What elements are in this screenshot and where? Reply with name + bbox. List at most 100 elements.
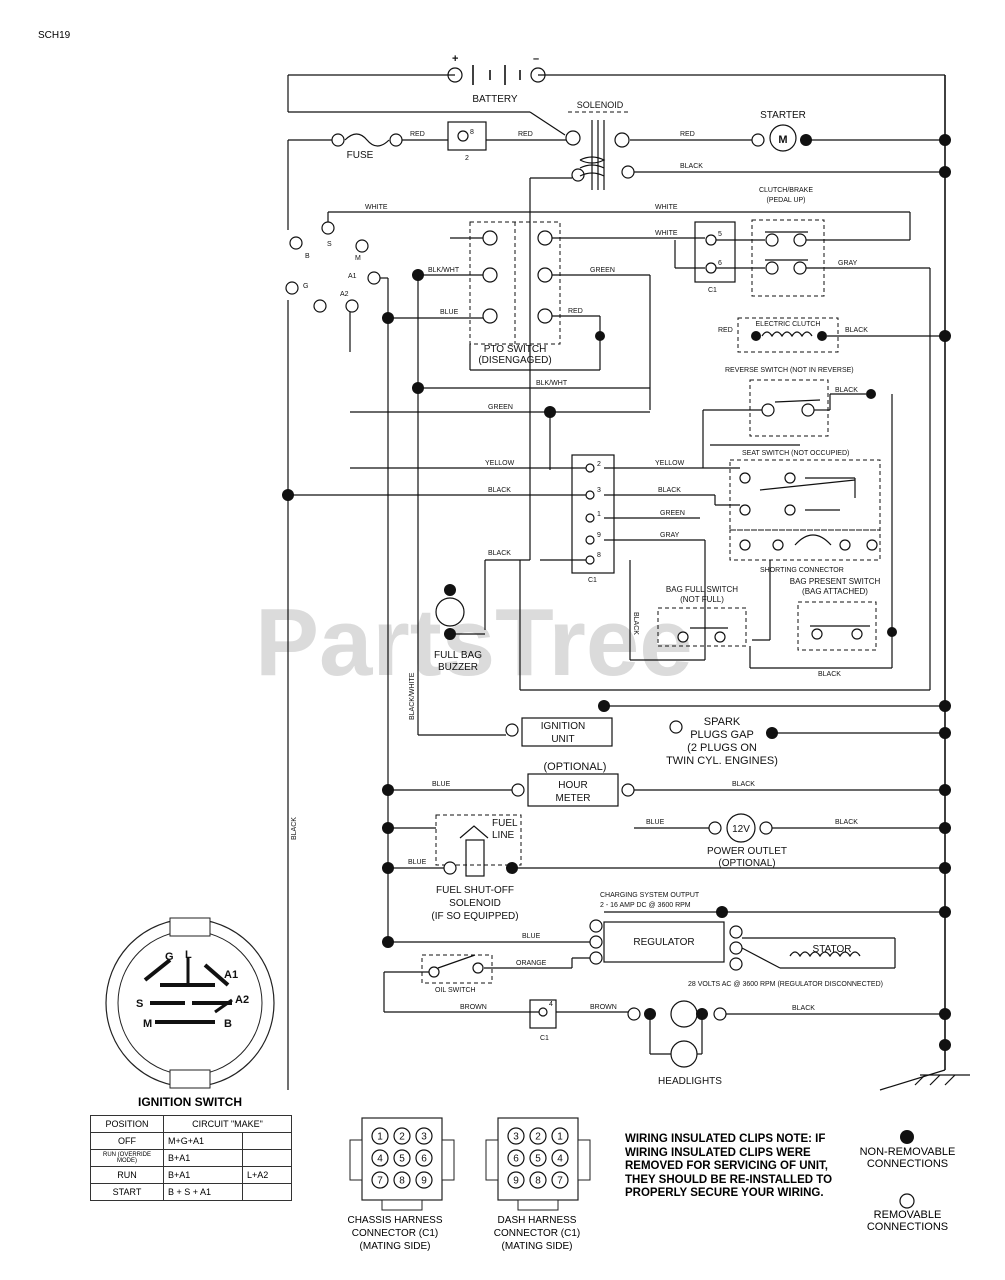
svg-text:BLACK: BLACK <box>732 781 755 788</box>
svg-text:GRAY: GRAY <box>660 532 680 539</box>
table-row: START B + S + A1 <box>90 1183 292 1201</box>
fuse-label: FUSE <box>347 150 374 161</box>
reverse-switch: REVERSE SWITCH (NOT IN REVERSE) BLACK <box>725 367 876 437</box>
svg-text:L: L <box>185 949 192 961</box>
svg-text:BLACK: BLACK <box>488 487 511 494</box>
svg-text:LINE: LINE <box>492 830 515 841</box>
svg-text:OIL SWITCH: OIL SWITCH <box>435 987 476 994</box>
svg-text:WHITE: WHITE <box>655 204 678 211</box>
dash-connector-pin <box>507 1127 525 1145</box>
svg-text:BLACK/WHITE: BLACK/WHITE <box>409 672 416 720</box>
svg-text:IGNITION: IGNITION <box>541 721 585 732</box>
starter: STARTER M <box>751 110 812 152</box>
chassis-connector-label: CHASSIS HARNESS CONNECTOR (C1) (MATING S… <box>347 1215 443 1252</box>
svg-text:ORANGE: ORANGE <box>516 960 547 967</box>
ignition-switch-table: POSITION CIRCUIT "MAKE" OFF M+G+A1 RUN (… <box>90 1115 292 1201</box>
svg-text:GREEN: GREEN <box>590 267 615 274</box>
headlights: HEADLIGHTS <box>627 1000 727 1087</box>
svg-text:BAG PRESENT SWITCH: BAG PRESENT SWITCH <box>790 577 881 586</box>
svg-text:S: S <box>136 998 143 1010</box>
svg-text:REGULATOR: REGULATOR <box>633 937 694 948</box>
dash-connector-pin <box>507 1149 525 1167</box>
svg-text:4: 4 <box>549 1001 553 1008</box>
svg-text:A1: A1 <box>224 969 238 981</box>
stator-note: 28 VOLTS AC @ 3600 RPM (REGULATOR DISCON… <box>688 981 883 988</box>
dash-connector-pin <box>507 1171 525 1189</box>
svg-text:YELLOW: YELLOW <box>655 460 685 467</box>
svg-text:GRAY: GRAY <box>838 260 858 267</box>
chassis-connector-pin-label: 6 <box>421 1154 427 1165</box>
chassis-connector-pin-label: 9 <box>421 1176 427 1187</box>
chassis-connector-pin-label: 4 <box>377 1154 383 1165</box>
svg-text:FUEL: FUEL <box>492 818 518 829</box>
power-outlet: 12V POWER OUTLET (OPTIONAL) <box>707 813 787 869</box>
svg-text:(PEDAL UP): (PEDAL UP) <box>766 197 805 204</box>
legend-non-removable: NON-REMOVABLE CONNECTIONS <box>859 1146 956 1170</box>
svg-text:9: 9 <box>597 532 601 539</box>
svg-text:METER: METER <box>556 793 591 804</box>
svg-text:BLACK: BLACK <box>632 612 639 635</box>
svg-text:(OPTIONAL): (OPTIONAL) <box>544 761 607 773</box>
svg-text:BLK/WHT: BLK/WHT <box>536 380 568 387</box>
regulator: REGULATOR <box>589 919 743 971</box>
table-row: RUN (OVERRIDE MODE) B+A1 <box>90 1149 292 1167</box>
svg-text:8: 8 <box>470 129 474 136</box>
ignition-switch-schematic: S B M A1 A2 G <box>285 221 381 313</box>
chassis-connector-pin <box>393 1127 411 1145</box>
svg-text:C1: C1 <box>708 287 717 294</box>
dash-connector-pin-label: 1 <box>557 1132 563 1143</box>
wire-label-red: RED <box>680 131 695 138</box>
svg-text:BLUE: BLUE <box>408 859 427 866</box>
svg-text:PLUGS GAP: PLUGS GAP <box>690 729 754 741</box>
svg-text:8: 8 <box>597 552 601 559</box>
chassis-connector-pin-label: 5 <box>399 1154 405 1165</box>
svg-text:(BAG ATTACHED): (BAG ATTACHED) <box>802 587 868 596</box>
electric-clutch: ELECTRIC CLUTCH RED BLACK <box>718 317 868 353</box>
table-row: RUN B+A1 L+A2 <box>90 1166 292 1184</box>
table-header-circuit: CIRCUIT "MAKE" <box>163 1115 292 1133</box>
ignition-unit: IGNITION UNIT <box>505 717 613 747</box>
svg-text:RED: RED <box>568 308 583 315</box>
document-id: SCH19 <box>38 30 71 41</box>
svg-text:(OPTIONAL): (OPTIONAL) <box>718 858 775 869</box>
svg-text:BUZZER: BUZZER <box>438 662 478 673</box>
svg-text:G: G <box>303 283 308 290</box>
svg-text:WHITE: WHITE <box>655 230 678 237</box>
svg-text:RED: RED <box>518 131 533 138</box>
dash-connector-pin <box>551 1127 569 1145</box>
chassis-connector-pin-label: 3 <box>421 1132 427 1143</box>
svg-text:BLACK: BLACK <box>291 817 298 840</box>
svg-text:BLACK: BLACK <box>845 327 868 334</box>
chassis-connector-pin <box>371 1171 389 1189</box>
svg-text:BLUE: BLUE <box>432 781 451 788</box>
svg-text:G: G <box>165 951 174 963</box>
svg-text:SPARK: SPARK <box>704 716 741 728</box>
svg-text:FULL BAG: FULL BAG <box>434 650 482 661</box>
svg-text:(DISENGAGED): (DISENGAGED) <box>478 355 551 366</box>
dash-connector-pin-label: 7 <box>557 1176 563 1187</box>
chassis-connector-pin <box>393 1149 411 1167</box>
dash-connector-pin-label: 4 <box>557 1154 563 1165</box>
svg-text:(2 PLUGS ON: (2 PLUGS ON <box>687 742 757 754</box>
dash-connector-pin-label: 3 <box>513 1132 519 1143</box>
solenoid-label: SOLENOID <box>577 100 624 110</box>
ground-symbol <box>879 1069 946 1091</box>
svg-text:ELECTRIC CLUTCH: ELECTRIC CLUTCH <box>756 321 821 328</box>
dash-connector-pin <box>551 1149 569 1167</box>
svg-text:BLACK: BLACK <box>835 819 858 826</box>
svg-text:UNIT: UNIT <box>551 734 574 745</box>
svg-text:GREEN: GREEN <box>488 404 513 411</box>
svg-text:RED: RED <box>718 327 733 334</box>
wiring-clips-note: WIRING INSULATED CLIPS NOTE: IF WIRING I… <box>625 1133 833 1199</box>
svg-text:GREEN: GREEN <box>660 510 685 517</box>
bag-present-switch: BAG PRESENT SWITCH (BAG ATTACHED) <box>790 577 881 651</box>
svg-text:M: M <box>143 1018 152 1030</box>
chassis-connector-pin <box>371 1127 389 1145</box>
chassis-connector-pin-label: 7 <box>377 1176 383 1187</box>
battery-plus: + <box>452 53 458 65</box>
chassis-connector-pin-label: 1 <box>377 1132 383 1143</box>
svg-text:BLACK: BLACK <box>835 387 858 394</box>
svg-text:POWER OUTLET: POWER OUTLET <box>707 846 787 857</box>
